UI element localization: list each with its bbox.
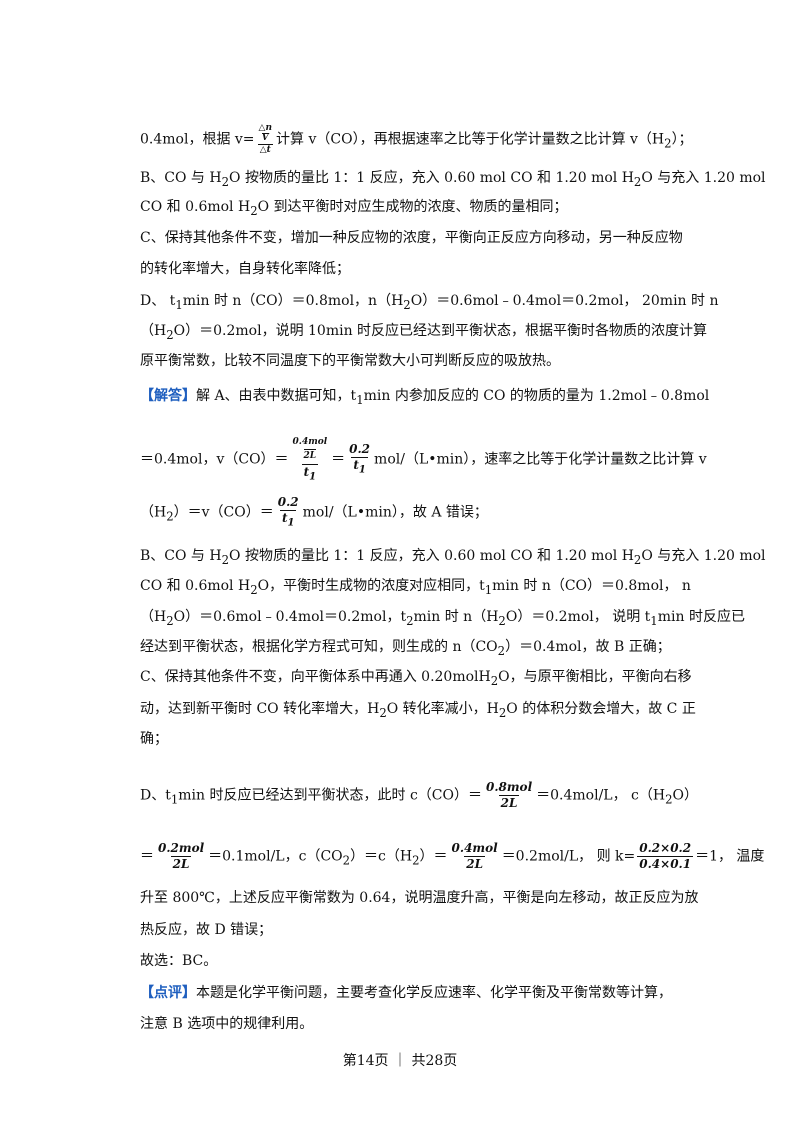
answer-line-9: 动，达到新平衡时 CO 转化率增大，H2O 转化率减小，H2O 的体积分数会增大… [140, 701, 696, 720]
analysis-line-8: 原平衡常数，比较不同温度下的平衡常数大小可判断反应的吸放热。 [140, 353, 560, 369]
answer-line-4: B、CO 与 H2O 按物质的量比 1：1 反应，充入 0.60 mol CO … [140, 548, 766, 567]
answer-line-8: C、保持其他条件不变，向平衡体系中再通入 0.20molH2O，与原平衡相比，平… [140, 669, 692, 688]
answer-tag: 【解答】 [140, 388, 196, 404]
analysis-line-5: 的转化率增大，自身转化率降低； [140, 261, 350, 277]
analysis-line-2: B、CO 与 H2O 按物质的量比 1：1 反应，充入 0.60 mol CO … [140, 170, 766, 189]
comment-line-2: 注意 B 选项中的规律利用。 [140, 1016, 314, 1032]
answer-line-5: CO 和 0.6mol H2O，平衡时生成物的浓度对应相同，t1min 时 n（… [140, 578, 691, 597]
answer-line-13: 升至 800℃，上述反应平衡常数为 0.64，说明温度升高，平衡是向左移动，故正… [140, 890, 699, 906]
comment-line-1: 【点评】本题是化学平衡问题，主要考查化学反应速率、化学平衡及平衡常数等计算， [140, 985, 672, 1001]
answer-line-6: （H2O）＝0.6mol﹣0.4mol＝0.2mol，t2min 时 n（H2O… [140, 609, 745, 628]
page-number: 第14页 ｜ 共28页 [342, 1053, 458, 1069]
answer-line-14: 热反应，故 D 错误； [140, 922, 273, 938]
analysis-line-4: C、保持其他条件不变，增加一种反应物的浓度，平衡向正反应方向移动，另一种反应物 [140, 230, 683, 246]
analysis-line-6: D、 t1min 时 n（CO）＝0.8mol，n（H2O）＝0.6mol﹣0.… [140, 293, 719, 312]
analysis-line-7: （H2O）＝0.2mol，说明 10min 时反应已经达到平衡状态，根据平衡时各… [140, 323, 708, 342]
answer-line-7: 经达到平衡状态，根据化学方程式可知，则生成的 n（CO2）＝0.4mol，故 B… [140, 639, 671, 658]
answer-line-15: 故选：BC。 [140, 953, 218, 969]
comment-tag: 【点评】 [140, 985, 196, 1001]
analysis-line-3: CO 和 0.6mol H2O 到达平衡时对应生成物的浓度、物质的量相同； [140, 199, 568, 218]
answer-line-1: 【解答】解 A、由表中数据可知，t1min 内参加反应的 CO 的物质的量为 1… [140, 388, 710, 407]
answer-line-10: 确； [140, 731, 168, 747]
